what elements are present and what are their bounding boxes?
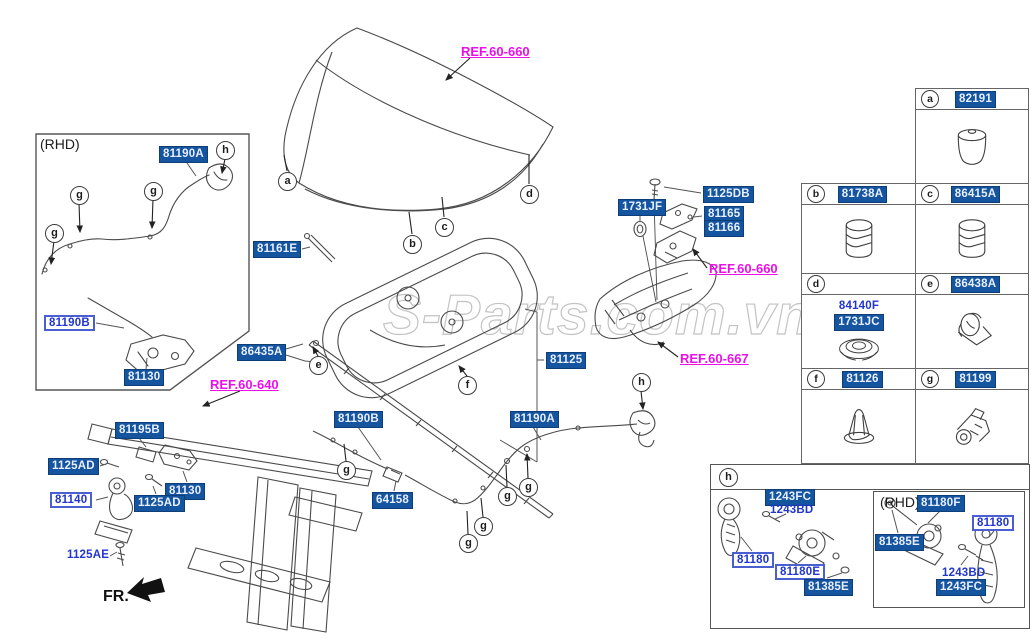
table-letter-g: g bbox=[921, 370, 939, 388]
part-label-86438A[interactable]: 86438A bbox=[950, 275, 1001, 293]
hood-bumper-icon bbox=[916, 205, 1028, 273]
part-label-86415A[interactable]: 86415A bbox=[950, 185, 1001, 203]
grommet-icon bbox=[830, 331, 888, 365]
insulator-pad-sketch bbox=[322, 237, 538, 399]
part-label-1243BD-rhd[interactable]: 1243BD bbox=[942, 567, 986, 579]
part-label-81125[interactable]: 81125 bbox=[546, 352, 587, 369]
part-label-64158[interactable]: 64158 bbox=[372, 492, 413, 509]
part-label-81190B[interactable]: 81190B bbox=[334, 411, 383, 428]
table-cell-d: d 84140F 1731JC bbox=[801, 273, 917, 370]
part-label-1731JC[interactable]: 1731JC bbox=[834, 313, 884, 331]
ref-link-60-660-hinge[interactable]: REF.60-660 bbox=[709, 261, 778, 276]
panel-letter-h: h bbox=[719, 468, 738, 487]
part-label-1243FC-lhd[interactable]: 1243FC bbox=[765, 489, 816, 506]
part-label-1243FC-rhd[interactable]: 1243FC bbox=[936, 579, 987, 596]
table-letter-e: e bbox=[921, 275, 939, 293]
part-label-81190A-rhd[interactable]: 81190A bbox=[159, 146, 208, 163]
part-label-82191[interactable]: 82191 bbox=[955, 90, 996, 108]
fr-direction-arrow bbox=[127, 577, 165, 602]
part-label-81166[interactable]: 81166 bbox=[704, 220, 745, 237]
part-label-1125AE[interactable]: 1125AE bbox=[67, 549, 110, 561]
weatherstrip-sketch bbox=[308, 339, 554, 519]
part-label-1125DB[interactable]: 1125DB bbox=[703, 186, 754, 203]
callout-circle-g: g bbox=[45, 224, 64, 243]
callout-circle-b: b bbox=[403, 235, 422, 254]
callout-circle-g: g bbox=[144, 182, 163, 201]
table-letter-f: f bbox=[807, 370, 825, 388]
cone-clip-icon bbox=[802, 390, 916, 462]
release-cable-sketch bbox=[312, 410, 656, 505]
cable-clip-icon bbox=[916, 390, 1028, 462]
ref-link-60-667[interactable]: REF.60-667 bbox=[680, 351, 749, 366]
fr-direction-label: FR. bbox=[103, 588, 129, 605]
callout-circle-e: e bbox=[309, 356, 328, 375]
part-label-1731JF[interactable]: 1731JF bbox=[618, 199, 667, 216]
table-cell-g: g 81199 bbox=[915, 368, 1029, 464]
leader-lines bbox=[95, 162, 995, 579]
part-label-1243BD-lhd[interactable]: 1243BD bbox=[770, 504, 814, 516]
part-label-1125AD-a[interactable]: 1125AD bbox=[48, 458, 99, 475]
part-label-81180F-rhd[interactable]: 81180F bbox=[917, 495, 965, 512]
callout-circle-g: g bbox=[337, 461, 356, 480]
callout-circle-g: g bbox=[519, 478, 538, 497]
part-label-1125AD-b[interactable]: 1125AD bbox=[134, 495, 185, 512]
part-label-81161E[interactable]: 81161E bbox=[253, 241, 302, 258]
part-label-81738A[interactable]: 81738A bbox=[837, 185, 888, 203]
bumper-cup-icon bbox=[916, 110, 1028, 183]
prop-rod-sketch bbox=[303, 232, 336, 263]
table-letter-a: a bbox=[921, 90, 939, 108]
table-letter-c: c bbox=[921, 185, 939, 203]
part-label-81199[interactable]: 81199 bbox=[955, 370, 996, 388]
h-panel-rhd-label: (RHD) bbox=[880, 494, 920, 510]
table-letter-d: d bbox=[807, 275, 825, 293]
table-cell-b: b 81738A bbox=[801, 183, 917, 275]
rhd-box-label: (RHD) bbox=[40, 136, 80, 152]
hood-sketch bbox=[283, 27, 554, 212]
ref-link-60-660-hood[interactable]: REF.60-660 bbox=[461, 44, 530, 59]
callout-circle-h: h bbox=[216, 141, 235, 160]
part-label-81190B-rhd[interactable]: 81190B bbox=[44, 315, 95, 331]
callout-arrows bbox=[48, 57, 708, 535]
callout-circle-g: g bbox=[498, 487, 517, 506]
callout-circle-g: g bbox=[70, 186, 89, 205]
part-label-81385E-lhd[interactable]: 81385E bbox=[804, 579, 853, 596]
table-cell-e: e 86438A bbox=[915, 273, 1029, 370]
watermark-text: S-Parts.com.vn bbox=[383, 283, 812, 347]
part-label-81385E-rhd[interactable]: 81385E bbox=[875, 534, 924, 551]
table-cell-f: f 81126 bbox=[801, 368, 917, 464]
table-letter-b: b bbox=[807, 185, 825, 203]
part-label-81180-rhd[interactable]: 81180 bbox=[972, 515, 1015, 531]
callout-circle-g: g bbox=[459, 534, 478, 553]
part-label-84140F[interactable]: 84140F bbox=[838, 299, 880, 312]
part-label-81140[interactable]: 81140 bbox=[50, 492, 93, 508]
part-label-81180-lhd[interactable]: 81180 bbox=[732, 552, 775, 568]
table-cell-c: c 86415A bbox=[915, 183, 1029, 275]
part-label-81126[interactable]: 81126 bbox=[842, 370, 883, 388]
clip-icon bbox=[916, 295, 1028, 368]
callout-circle-f: f bbox=[458, 376, 477, 395]
radiator-support-sketch bbox=[87, 423, 373, 633]
callout-circle-d: d bbox=[520, 185, 539, 204]
overslam-bumper-icon bbox=[802, 205, 916, 273]
part-label-81130-rhd[interactable]: 81130 bbox=[124, 369, 165, 386]
part-label-81180E-lhd[interactable]: 81180E bbox=[775, 564, 826, 580]
part-label-81195B[interactable]: 81195B bbox=[115, 422, 164, 439]
part-label-86435A[interactable]: 86435A bbox=[237, 344, 287, 361]
part-label-81190A[interactable]: 81190A bbox=[510, 411, 559, 428]
callout-circle-c: c bbox=[435, 218, 454, 237]
callout-circle-g: g bbox=[474, 517, 493, 536]
callout-circle-h: h bbox=[632, 373, 651, 392]
h-detail-panel: h (RHD) bbox=[710, 464, 1030, 629]
callout-circle-a: a bbox=[278, 172, 297, 191]
h-panel-rhd-box: (RHD) bbox=[873, 491, 1025, 608]
table-cell-a: a 82191 bbox=[915, 88, 1029, 185]
rhd-box-outline bbox=[35, 133, 250, 391]
ref-link-60-640[interactable]: REF.60-640 bbox=[210, 377, 279, 392]
